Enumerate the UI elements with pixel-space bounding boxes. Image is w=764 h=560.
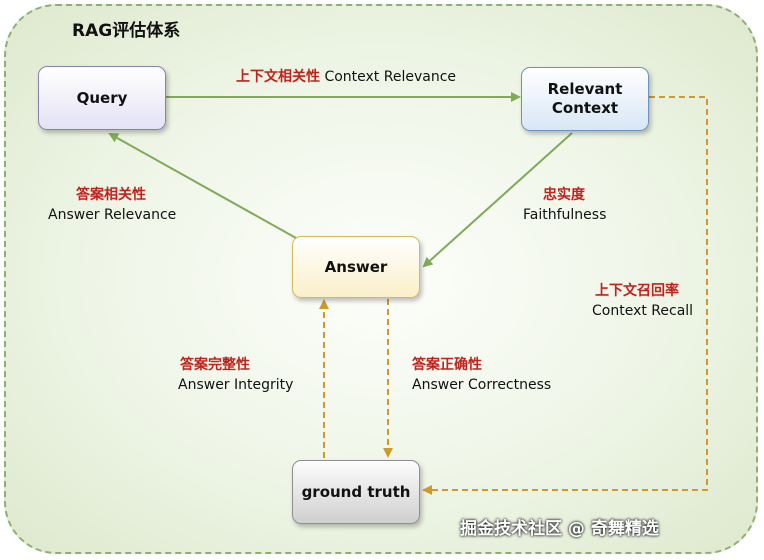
label-context-recall-en: Context Recall xyxy=(592,303,694,319)
label-faithfulness-cn: 忠实度 xyxy=(543,187,585,203)
label-answer-integrity-cn: 答案完整性 xyxy=(180,357,250,373)
node-ground-truth: ground truth xyxy=(292,460,420,524)
node-answer: Answer xyxy=(292,236,420,298)
label-answer-correctness-en: Answer Correctness xyxy=(412,377,552,393)
label-answer-correctness-cn: 答案正确性 xyxy=(412,357,482,373)
label-context-relevance-en: Context Relevance xyxy=(324,69,457,85)
node-answer-label: Answer xyxy=(324,257,388,276)
arrow-answer-relevance xyxy=(108,133,297,239)
diagram-title: RAG评估体系 xyxy=(72,21,181,41)
node-query: Query xyxy=(38,66,166,130)
label-context-recall-cn: 上下文召回率 xyxy=(595,283,679,299)
node-relevant-context-label: Relevant Context xyxy=(547,80,623,117)
label-answer-relevance-cn: 答案相关性 xyxy=(76,187,146,203)
node-relevant-context: Relevant Context xyxy=(521,67,649,131)
label-context-relevance-cn: 上下文相关性 xyxy=(236,69,320,85)
node-ground-truth-label: ground truth xyxy=(301,482,411,501)
label-answer-integrity-en: Answer Integrity xyxy=(178,377,294,393)
label-context-relevance: 上下文相关性 Context Relevance xyxy=(236,68,456,87)
arrow-faithfulness xyxy=(422,132,573,268)
node-query-label: Query xyxy=(76,88,128,107)
label-answer-relevance-en: Answer Relevance xyxy=(48,207,177,223)
label-faithfulness-en: Faithfulness xyxy=(523,207,607,223)
watermark: 掘金技术社区 @ 奇舞精选 xyxy=(460,519,659,539)
arrow-context-recall xyxy=(422,96,708,495)
